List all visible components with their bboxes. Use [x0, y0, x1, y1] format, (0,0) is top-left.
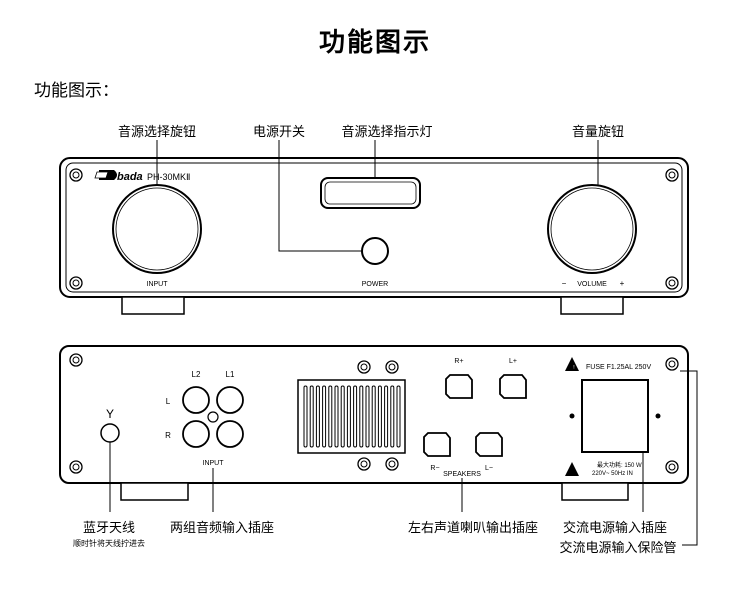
power-spec-line1: 最大功耗: 150 W [597, 461, 642, 469]
page-title: 功能图示 [318, 28, 431, 58]
section-subtitle: 功能图示： [34, 81, 119, 101]
rear-foot-right [561, 482, 629, 501]
vent-slot [328, 385, 333, 448]
volume-minus: − [562, 279, 567, 288]
bluetooth-antenna-jack[interactable] [100, 423, 120, 443]
callout-indicator: 音源选择指示灯 [341, 125, 433, 140]
front-foot-left [121, 296, 185, 315]
volume-label: VOLUME [577, 281, 607, 288]
screw-icon [357, 360, 371, 374]
vent-slot [390, 385, 395, 448]
input-knob-label: INPUT [147, 281, 169, 288]
vent-slot [340, 385, 345, 448]
front-foot-right [560, 296, 624, 315]
speaker-label-r-plus: R+ [454, 358, 463, 365]
power-label: POWER [362, 281, 388, 288]
screw-icon [385, 360, 399, 374]
vent-slot [384, 385, 389, 448]
inlet-screw-icon [569, 413, 575, 419]
screw-icon [69, 353, 83, 367]
callout-ac-fuse: 交流电源输入保险管 [559, 541, 677, 556]
brand-name: bada [117, 171, 143, 183]
vent-slot [346, 385, 351, 448]
volume-plus: + [620, 279, 625, 288]
power-button[interactable] [361, 237, 389, 265]
rca-label-r: R [165, 431, 171, 440]
vent-slot [396, 385, 401, 448]
inlet-screw-icon [655, 413, 661, 419]
screw-icon [665, 460, 679, 474]
rear-leader-lines [109, 370, 698, 546]
screw-icon [665, 168, 679, 182]
vent-slot [371, 385, 376, 448]
rear-input-label: INPUT [203, 460, 225, 467]
screw-icon [69, 276, 83, 290]
model-name: PH-30MKⅡ [147, 172, 190, 182]
rca-jack-r1[interactable] [216, 420, 244, 448]
screw-icon [69, 168, 83, 182]
vent-slot [303, 385, 308, 448]
speaker-label-l-minus: L− [485, 465, 493, 472]
input-selector-knob[interactable] [112, 184, 202, 274]
front-panel: bada PH-30MKⅡ INPUT POWER VOLUME − + [59, 140, 689, 315]
callout-volume-knob: 音量旋钮 [571, 125, 625, 140]
speaker-terminal-l-plus[interactable] [499, 374, 527, 399]
callout-input-knob: 音源选择旋钮 [117, 125, 197, 140]
ventilation-grille [297, 379, 406, 454]
source-indicator-window [320, 177, 421, 209]
rca-label-l: L [166, 397, 171, 406]
screw-icon [665, 276, 679, 290]
warning-triangle-icon [565, 357, 579, 371]
screw-icon [385, 457, 399, 471]
speakers-label: SPEAKERS [443, 471, 481, 478]
screw-icon [665, 357, 679, 371]
vent-slot [334, 385, 339, 448]
ground-post [207, 411, 219, 423]
rca-label-l1: L1 [226, 370, 235, 379]
screw-icon [69, 460, 83, 474]
vent-slot [359, 385, 364, 448]
speaker-terminal-l-minus[interactable] [475, 432, 503, 457]
vent-slot [365, 385, 370, 448]
screw-icon [357, 457, 371, 471]
rear-panel: Y L2 L1 L R INPUT R+ L+ R− L− SPEAKERS !… [59, 345, 698, 546]
callout-power-switch: 电源开关 [252, 125, 306, 140]
speaker-label-r-minus: R− [430, 465, 439, 472]
rca-label-l2: L2 [192, 370, 201, 379]
rear-foot-left [120, 482, 189, 501]
vent-slot [309, 385, 314, 448]
callout-rca-input: 两组音频输入插座 [169, 521, 275, 536]
vent-slot [377, 385, 382, 448]
callout-bluetooth-antenna: 蓝牙天线 [82, 521, 136, 536]
callout-ac-input: 交流电源输入插座 [562, 521, 668, 536]
warning-triangle-icon [565, 462, 579, 476]
antenna-icon: Y [106, 407, 114, 421]
speaker-terminal-r-minus[interactable] [423, 432, 451, 457]
speaker-terminal-r-plus[interactable] [445, 374, 473, 399]
callout-antenna-hint: 顺时针将天线拧进去 [73, 539, 145, 548]
rca-jack-l2[interactable] [182, 386, 210, 414]
vent-slot [315, 385, 320, 448]
vent-slot [322, 385, 327, 448]
rca-jack-l1[interactable] [216, 386, 244, 414]
fuse-rating: FUSE F1.25AL 250V [586, 364, 651, 371]
speaker-label-l-plus: L+ [509, 358, 517, 365]
vent-slot [353, 385, 358, 448]
rca-jack-r2[interactable] [182, 420, 210, 448]
ac-inlet[interactable] [581, 379, 649, 453]
bada-logo-icon [94, 170, 117, 180]
callout-speaker-output: 左右声道喇叭输出插座 [407, 521, 539, 536]
volume-knob[interactable] [547, 184, 637, 274]
vent-slots [303, 385, 401, 448]
power-spec-line2: 220V~ 50Hz IN [592, 471, 633, 477]
svg-text:!: ! [573, 365, 574, 371]
front-leader-lines [156, 140, 599, 252]
